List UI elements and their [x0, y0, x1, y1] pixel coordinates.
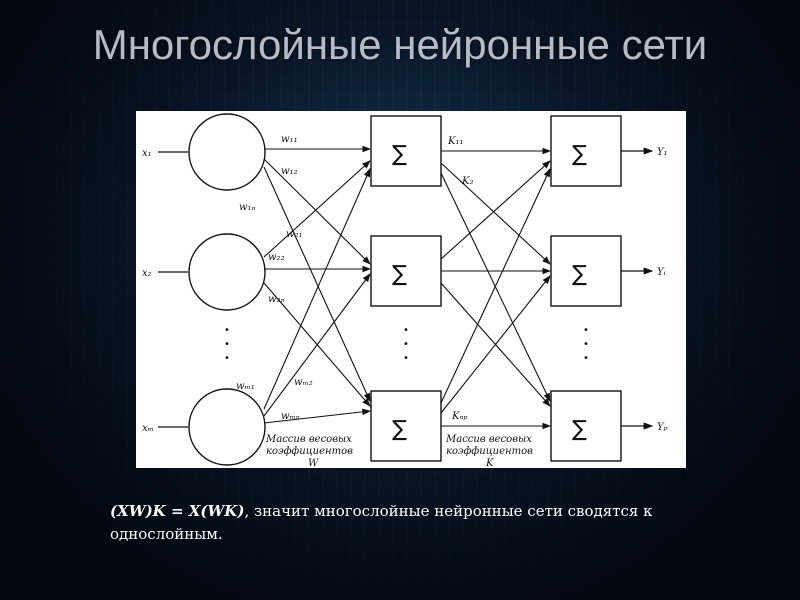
sigma-output-1: ∑ [572, 142, 587, 167]
weight-label-wm1: wₘ₁ [236, 381, 255, 392]
output-sum-box-p [550, 390, 622, 462]
slide-caption: (XW)K = X(WK), значит многослойные нейро… [110, 500, 730, 546]
caption-text: , значит многослойные нейронные сети сво… [110, 502, 653, 543]
w-connections [263, 145, 372, 424]
w-caption-line-1: Массив весовых [265, 434, 352, 445]
weight-label-wmn: wₘₙ [281, 411, 300, 422]
w-caption-line-3: W [308, 458, 319, 468]
sigma-hidden-1: ∑ [392, 142, 407, 167]
output-sum-box-1 [550, 115, 622, 187]
neural-network-figure: ∑ ∑ ∑ ∑ ∑ ∑ [136, 111, 686, 468]
dot-hidden-3: • [403, 353, 409, 364]
output-label-p: Yₚ [657, 422, 668, 433]
input-label-m: xₘ [142, 423, 154, 434]
weight-label-w22: w₂₂ [268, 252, 285, 263]
weight-label-w11: w₁₁ [281, 134, 298, 145]
k-caption-line-3: K [485, 458, 494, 468]
sigma-hidden-2: ∑ [392, 262, 407, 287]
dot-input-3: • [224, 353, 230, 364]
input-neuron-1 [188, 113, 266, 191]
weight-label-wm2: wₘ₂ [294, 377, 313, 388]
dot-output-1: • [583, 325, 589, 336]
output-label-2: Yᵢ [657, 267, 666, 278]
sigma-output-2: ∑ [572, 262, 587, 287]
sigma-hidden-n: ∑ [392, 417, 407, 442]
output-label-1: Y₁ [657, 147, 668, 158]
caption-formula: (XW)K = X(WK) [110, 502, 245, 520]
w-caption-line-2: коэффициентов [266, 446, 353, 457]
dot-input-1: • [224, 325, 230, 336]
network-diagram: ∑ ∑ ∑ ∑ ∑ ∑ [142, 113, 668, 468]
k-caption-line-1: Массив весовых [445, 434, 532, 445]
slide-title: Многослойные нейронные сети [92, 21, 708, 68]
dot-hidden-2: • [403, 339, 409, 350]
k-caption-line-2: коэффициентов [446, 446, 533, 457]
dot-output-3: • [583, 353, 589, 364]
input-label-1: x₁ [142, 148, 152, 159]
k-connections [440, 147, 552, 430]
sigma-output-p: ∑ [572, 417, 587, 442]
input-label-2: x₂ [142, 268, 152, 279]
input-neuron-2 [188, 233, 266, 311]
hidden-sum-box-2 [370, 235, 442, 307]
weight-label-w12: w₁₂ [281, 166, 298, 177]
weight-label-k11: K₁₁ [447, 136, 464, 147]
dot-input-2: • [224, 339, 230, 350]
weight-label-k2: K₂ [461, 176, 473, 187]
weight-label-w2n: w₂ₙ [268, 294, 285, 305]
input-lines [158, 151, 188, 428]
hidden-sum-box-n [370, 390, 442, 462]
dot-hidden-1: • [403, 325, 409, 336]
hidden-sum-box-1 [370, 115, 442, 187]
output-arrows [621, 147, 654, 430]
dot-output-2: • [583, 339, 589, 350]
weight-label-w1n: w₁ₙ [239, 202, 256, 213]
weight-label-knp: Kₙₚ [451, 411, 468, 422]
weight-label-w21: w₂₁ [286, 229, 303, 240]
input-neuron-m [188, 388, 266, 466]
ellipsis-dots: • • • • • • • • • [224, 325, 589, 364]
